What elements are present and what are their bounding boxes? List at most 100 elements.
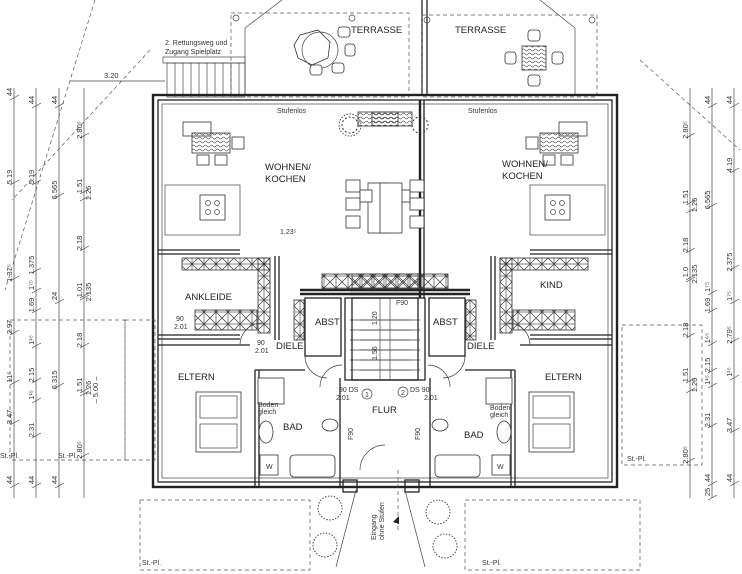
- parking-width: – 5.00 –: [91, 376, 100, 404]
- dimension-tick: [707, 382, 718, 389]
- escape-stair: 2. Rettungsweg und Zugang Spielplatz 3.2…: [70, 40, 246, 98]
- dimension-left-1-3: 1⁷⁵: [27, 280, 36, 290]
- fire-rating-left: F90: [348, 428, 355, 440]
- washer-left: W: [266, 464, 273, 471]
- escape-dim: 3.20: [104, 71, 119, 80]
- dimension-left-3-5: 2.135: [84, 283, 93, 302]
- dimension-left-3-7: 1.51: [75, 378, 84, 393]
- dimension-left-0-3: 2.97: [5, 320, 14, 335]
- dimension-tick: [9, 419, 20, 426]
- dimension-tick: [685, 247, 696, 254]
- diele-left-label: DIELE: [276, 341, 303, 352]
- door-ankleide-w: 90: [176, 316, 184, 323]
- dimension-tick: [729, 167, 740, 174]
- trees: [312, 113, 458, 559]
- dimension-tick: [707, 367, 718, 374]
- dimension-lines: 445.191.37⁵2.9711⁵3.4744445.191.3751⁷⁵1.…: [5, 88, 740, 501]
- dimension-tick: [707, 307, 718, 314]
- dimension-right-2-5: 1¹⁵: [725, 367, 734, 377]
- dimension-right-1-0: 44: [703, 96, 712, 104]
- living-left-2: KOCHEN: [265, 174, 306, 185]
- dimension-right-0-4: 1.0: [681, 267, 690, 277]
- eltern-right-label: ELTERN: [545, 372, 582, 383]
- dimension-left-1-1: 5.19: [27, 170, 36, 185]
- dimension-right-2-2: 2.375: [725, 253, 734, 272]
- site-lines: [4, 0, 741, 291]
- dimension-tick: [31, 307, 42, 314]
- ankleide-label: ANKLEIDE: [185, 292, 232, 303]
- dimension-left-0-1: 5.19: [5, 170, 14, 185]
- washer-right: W: [497, 464, 504, 471]
- parking-label-3: St.-Pl.: [627, 456, 646, 463]
- dimension-tick: [9, 94, 20, 101]
- dimension-tick: [707, 494, 718, 501]
- dimension-right-0-8: 1.26: [690, 378, 699, 393]
- dimension-left-2-1: 6.565: [50, 181, 59, 200]
- eltern-left-label: ELTERN: [178, 372, 215, 383]
- dimension-tick: [79, 132, 90, 139]
- door-ds-2-h: 2.01: [424, 395, 438, 402]
- entrance-label-2: ohne Stufen: [379, 502, 386, 540]
- dimension-left-1-9: 44: [27, 476, 36, 484]
- dimension-tick: [685, 332, 696, 339]
- escape-route-label-2: Zugang Spielplatz: [165, 49, 222, 56]
- living-right-2: KOCHEN: [502, 171, 543, 182]
- boden-right-1: Boden: [490, 405, 510, 412]
- dimension-right-2-3: 1⁷⁵: [725, 291, 734, 301]
- dimension-tick: [707, 102, 718, 109]
- dimension-tick: [79, 292, 90, 299]
- dimension-tick: [729, 374, 740, 381]
- dimension-tick: [79, 390, 90, 397]
- dimension-right-1-4: 1⁶⁵: [703, 333, 712, 343]
- dimension-left-3-0: 2.80⁵: [75, 121, 84, 139]
- dimension-tick: [9, 329, 20, 336]
- dimension-tick: [79, 452, 90, 459]
- parking: St.-Pl. St.-Pl. St.-Pl. St.-Pl. St.-Pl. …: [0, 319, 703, 571]
- dimension-left-2-2: 24: [50, 292, 59, 300]
- dimension-tick: [729, 427, 740, 434]
- fire-rating-right: F90: [415, 428, 422, 440]
- dimension-left-1-7: 1¹⁵: [27, 390, 36, 400]
- dimension-tick: [79, 195, 90, 202]
- dimension-tick: [31, 102, 42, 109]
- dimension-tick: [685, 207, 696, 214]
- dimension-tick: [729, 264, 740, 271]
- door-diele-left-w: 90: [257, 340, 265, 347]
- dimension-left-1-6: 2.15: [27, 368, 36, 383]
- dimension-right-0-2: 1.26: [690, 198, 699, 213]
- stair-1: 1: [365, 392, 369, 399]
- dimension-tick: [685, 132, 696, 139]
- dimension-right-1-7: 2.31: [703, 413, 712, 428]
- dimension-right-2-7: 44: [725, 474, 734, 482]
- parking-label-4: St.-Pl.: [58, 453, 77, 460]
- dimension-right-2-4: 2.79⁵: [725, 326, 734, 344]
- dimension-tick: [685, 276, 696, 283]
- stair-landing: 1.56: [372, 346, 379, 360]
- dimension-left-2-3: 6.315: [50, 371, 59, 390]
- flur-label: FLUR: [372, 405, 397, 416]
- terrace-right: TERRASSE: [421, 14, 598, 98]
- kind-label: KIND: [540, 280, 563, 291]
- dimension-left-3-6: 2.18: [75, 333, 84, 348]
- dimension-left-1-0: 44: [27, 96, 36, 104]
- terrace-left-label: TERRASSE: [351, 25, 402, 36]
- dimension-right-1-2: 1⁷⁵: [703, 282, 712, 292]
- living-left-1: WOHNEN/: [265, 162, 311, 173]
- diele-right-label: DIELE: [467, 341, 494, 352]
- dimension-right-2-0: 44: [725, 96, 734, 104]
- dimension-left-0-2: 1.37⁵: [5, 264, 14, 282]
- door-ds-1-h: 2.01: [336, 395, 350, 402]
- stair-width: 1.20: [372, 311, 379, 325]
- dimension-tick: [9, 379, 20, 386]
- door-ds-1: 90 DS: [339, 387, 359, 394]
- dimension-right-2-1: 4.19: [725, 158, 734, 173]
- dimension-left-3-3: 2.18: [75, 236, 84, 251]
- dimension-left-0-0: 44: [5, 88, 14, 96]
- stufenlos-right: Stufenlos: [468, 108, 498, 115]
- dimension-tick: [79, 294, 90, 301]
- dimension-right-0-0: 2.80⁵: [681, 121, 690, 139]
- entrance-label-1: Eingang: [371, 514, 378, 540]
- boden-right-2: gleich: [490, 412, 508, 419]
- dimension-tick: [707, 289, 718, 296]
